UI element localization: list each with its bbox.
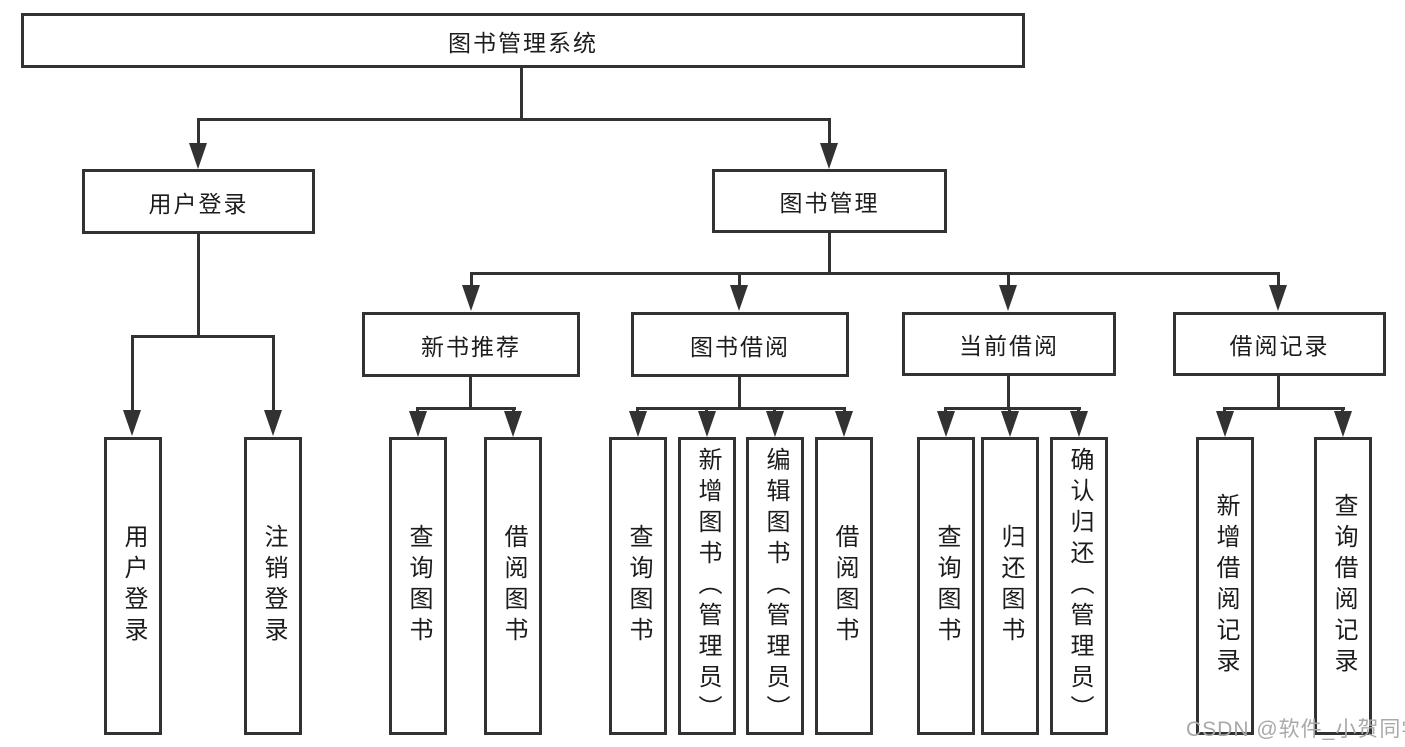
leaf-current-return-book: 归还图书: [981, 437, 1039, 735]
leaf-user-login-label: 用户登录: [120, 524, 147, 648]
leaf-newbook-borrow-book: 借阅图书: [484, 437, 542, 735]
arrowhead-down-icon: [1070, 411, 1088, 437]
arrowhead-down-icon: [462, 285, 480, 311]
leaf-borrow-edit-book: 编辑图书（管理员）: [746, 437, 804, 735]
leaf-current-query-book: 查询图书: [917, 437, 975, 735]
node-current-borrow: 当前借阅: [902, 312, 1116, 376]
connector-new-book-branch: [416, 407, 516, 410]
leaf-current-confirm-return: 确认归还（管理员）: [1050, 437, 1108, 735]
connector-root-stem: [520, 67, 523, 118]
leaf-records-add-record-label: 新增借阅记录: [1212, 493, 1239, 679]
connector-user-login-stem: [197, 232, 200, 336]
leaf-borrow-add-book-label: 新增图书（管理员）: [694, 446, 721, 726]
arrowhead-down-icon: [629, 411, 647, 437]
connector-drop-borrow-records: [1277, 272, 1280, 287]
connector-current-borrow-stem: [1007, 375, 1010, 408]
connector-book-mgmt-stem: [828, 231, 831, 273]
arrowhead-down-icon: [937, 411, 955, 437]
leaf-logout: 注销登录: [244, 437, 302, 735]
leaf-borrow-edit-book-label: 编辑图书（管理员）: [762, 446, 789, 726]
leaf-newbook-borrow-book-label: 借阅图书: [500, 524, 527, 648]
connector-drop-leaf-user-login: [131, 335, 134, 412]
leaf-user-login: 用户登录: [104, 437, 162, 735]
arrowhead-down-icon: [1216, 411, 1234, 437]
connector-book-borrow-branch: [636, 407, 846, 410]
node-user-login-label: 用户登录: [148, 190, 249, 217]
node-root: 图书管理系统: [21, 13, 1025, 68]
leaf-records-query-record-label: 查询借阅记录: [1330, 493, 1357, 679]
connector-book-borrow-stem: [738, 376, 741, 408]
node-user-login: 用户登录: [82, 169, 315, 234]
connector-drop-current-borrow: [1007, 272, 1010, 287]
arrowhead-down-icon: [820, 143, 838, 169]
arrowhead-down-icon: [1001, 411, 1019, 437]
leaf-newbook-query-book-label: 查询图书: [405, 524, 432, 648]
leaf-current-confirm-return-label: 确认归还（管理员）: [1066, 446, 1093, 726]
leaf-records-query-record: 查询借阅记录: [1314, 437, 1372, 735]
connector-new-book-stem: [469, 376, 472, 408]
connector-root-branch: [197, 118, 831, 121]
node-borrow-records-label: 借阅记录: [1229, 333, 1330, 359]
node-book-mgmt: 图书管理: [712, 169, 947, 233]
arrowhead-down-icon: [730, 285, 748, 311]
leaf-borrow-borrow-book-label: 借阅图书: [831, 524, 858, 648]
connector-drop-book-mgmt: [828, 118, 831, 145]
arrowhead-down-icon: [189, 143, 207, 169]
node-borrow-records: 借阅记录: [1173, 312, 1386, 376]
csdn-watermark: CSDN @软件_小贺同学: [1186, 718, 1405, 741]
leaf-current-query-book-label: 查询图书: [933, 524, 960, 648]
arrowhead-down-icon: [264, 410, 282, 436]
arrowhead-down-icon: [999, 285, 1017, 311]
connector-drop-user-login: [197, 118, 200, 145]
node-current-borrow-label: 当前借阅: [959, 333, 1059, 359]
leaf-records-add-record: 新增借阅记录: [1196, 437, 1254, 735]
connector-borrow-records-stem: [1277, 375, 1280, 408]
arrowhead-down-icon: [835, 411, 853, 437]
leaf-borrow-query-book: 查询图书: [609, 437, 667, 735]
leaf-borrow-query-book-label: 查询图书: [625, 524, 652, 648]
node-new-book: 新书推荐: [362, 312, 580, 377]
node-book-borrow-label: 图书借阅: [690, 333, 790, 360]
leaf-logout-label: 注销登录: [260, 524, 287, 648]
connector-drop-new-book: [470, 272, 473, 287]
node-root-label: 图书管理系统: [448, 29, 598, 56]
connector-book-mgmt-branch: [470, 272, 1280, 275]
connector-borrow-records-branch: [1223, 407, 1345, 410]
leaf-current-return-book-label: 归还图书: [997, 524, 1024, 648]
arrowhead-down-icon: [409, 411, 427, 437]
connector-drop-book-borrow: [738, 272, 741, 287]
arrowhead-down-icon: [1269, 285, 1287, 311]
arrowhead-down-icon: [698, 411, 716, 437]
connector-user-login-branch: [131, 335, 275, 338]
connector-current-borrow-branch: [944, 407, 1081, 410]
arrowhead-down-icon: [1334, 411, 1352, 437]
node-new-book-label: 新书推荐: [421, 333, 521, 360]
arrowhead-down-icon: [504, 411, 522, 437]
node-book-borrow: 图书借阅: [631, 312, 849, 377]
leaf-borrow-borrow-book: 借阅图书: [815, 437, 873, 735]
arrowhead-down-icon: [123, 410, 141, 436]
leaf-borrow-add-book: 新增图书（管理员）: [678, 437, 736, 735]
arrowhead-down-icon: [766, 411, 784, 437]
leaf-newbook-query-book: 查询图书: [389, 437, 447, 735]
connector-drop-leaf-logout: [272, 335, 275, 412]
node-book-mgmt-label: 图书管理: [779, 190, 880, 216]
